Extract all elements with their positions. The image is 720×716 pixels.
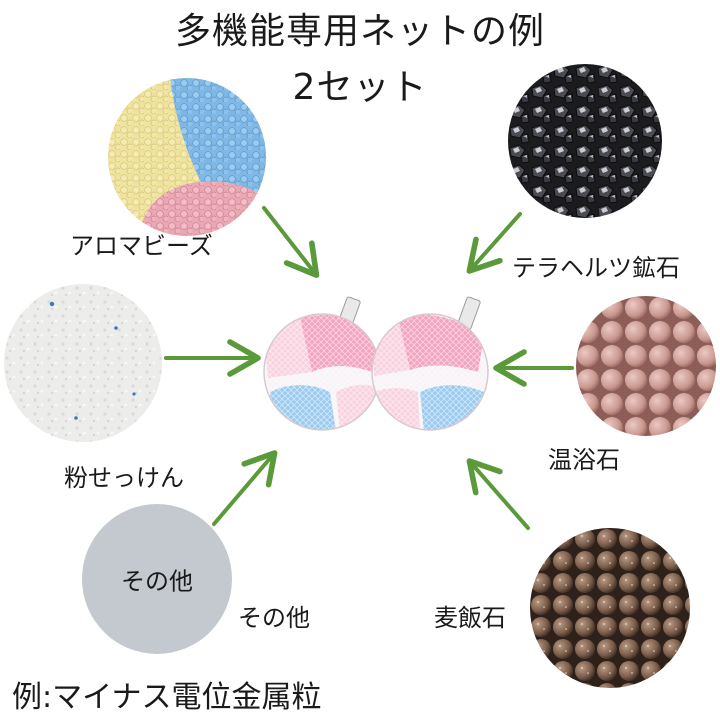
bakuhan-stone-image xyxy=(530,528,690,688)
arrow-aroma-beads xyxy=(262,206,320,278)
aroma-beads-label: アロマビーズ xyxy=(70,232,213,260)
net-tag-left xyxy=(337,296,361,330)
onsen-stone-label: 温浴石 xyxy=(548,446,620,474)
bakuhan-stone-label: 麦飯石 xyxy=(434,604,506,632)
onsen-stone-image xyxy=(576,296,716,436)
other-label: その他 xyxy=(238,604,310,632)
other-circle: その他 xyxy=(82,504,232,654)
aroma-beads-image xyxy=(108,78,266,236)
footer-note: 例:マイナス電位金属粒 xyxy=(12,680,322,715)
powder-soap-image xyxy=(4,284,162,442)
terahertz-stone-label: テラヘルツ鉱石 xyxy=(512,254,680,282)
title-line-2: 2セット xyxy=(292,67,428,108)
title-line-1: 多機能専用ネットの例 xyxy=(174,11,545,52)
net-tag-right xyxy=(457,296,481,330)
terahertz-stone-image xyxy=(508,64,662,218)
powder-soap-label: 粉せっけん xyxy=(64,464,184,492)
other-circle-label: その他 xyxy=(121,567,193,596)
arrow-bakuhan-stone xyxy=(466,458,530,530)
arrow-other xyxy=(212,450,278,526)
